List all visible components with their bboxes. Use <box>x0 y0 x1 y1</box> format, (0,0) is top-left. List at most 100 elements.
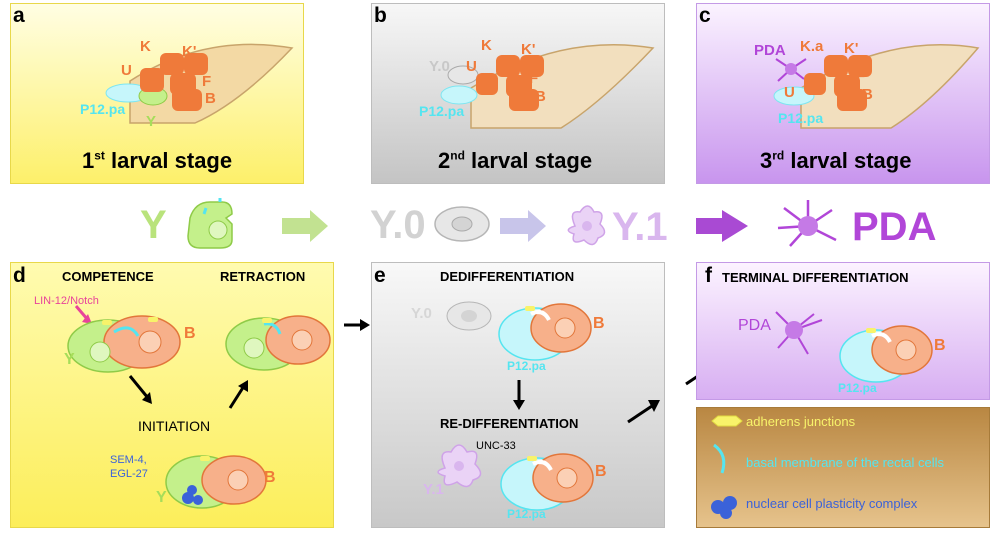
p12-b-cells-f <box>839 325 933 383</box>
p12-b-cells-top <box>498 303 592 361</box>
panel-d-letter: d <box>13 264 26 287</box>
cell-p12 <box>773 86 815 106</box>
label-p12-e-top: P12.pa <box>507 359 546 373</box>
label-b-competence: B <box>184 325 196 342</box>
legend-nuclear: nuclear cell plasticity complex <box>746 496 918 511</box>
cell-kp <box>848 55 872 77</box>
label-b-e-bottom: B <box>595 463 607 480</box>
stage-3-title: 3rd larval stage <box>760 148 912 173</box>
panel-b <box>371 3 665 184</box>
label-p12pa: P12.pa <box>419 103 464 119</box>
label-k: K <box>140 38 151 55</box>
label-f: F <box>202 73 211 90</box>
label-y1-e: Y.1 <box>423 481 444 498</box>
stage-2-title: 2nd larval stage <box>438 148 593 173</box>
arrow-from-initiation <box>228 385 246 409</box>
panel-b-letter: b <box>374 4 387 27</box>
label-redifferentiation: RE-DIFFERENTIATION <box>440 416 579 431</box>
panel-f <box>696 262 990 400</box>
progression-y0: Y.0 <box>370 203 426 247</box>
y1-cell-e <box>437 444 482 488</box>
cell-kp <box>184 53 208 75</box>
panel-f-letter: f <box>705 264 712 287</box>
label-initiation: INITIATION <box>138 418 211 434</box>
y-cell-icon <box>187 198 233 249</box>
stage-1-title: 1st larval stage <box>82 148 233 173</box>
cell-b <box>172 89 202 111</box>
label-y0-e: Y.0 <box>411 305 432 322</box>
panel-f-illustration: PDA B P12.pa <box>738 311 946 395</box>
legend-basal: basal membrane of the rectal cells <box>746 455 944 470</box>
label-b: B <box>205 90 216 107</box>
y0-cell-icon <box>434 206 490 242</box>
y1-cell-icon <box>567 205 606 246</box>
panel-c-illustration: PDA K.a K' U F B P12.pa <box>754 38 980 129</box>
panel-b-illustration: Y.0 U K K' F B P12.pa <box>419 37 655 129</box>
cell-u <box>804 73 826 95</box>
label-y0: Y.0 <box>429 58 450 75</box>
panel-d-illustration: Y B Y B <box>64 305 331 509</box>
cell-b <box>509 89 539 111</box>
adherens-junction-icon <box>711 415 743 427</box>
label-egl27: EGL-27 <box>110 468 148 480</box>
cell-kp <box>520 55 544 77</box>
label-kprime: K' <box>844 40 858 57</box>
label-competence: COMPETENCE <box>62 269 154 284</box>
progression-row: Y Y.0 Y.1 PDA <box>140 198 936 249</box>
retraction-cells <box>225 315 331 371</box>
cell-ka <box>824 55 848 77</box>
label-p12pa: P12.pa <box>778 110 823 126</box>
label-lin12: LIN-12/Notch <box>34 295 99 307</box>
arrow-to-initiation <box>128 375 150 399</box>
label-p12-e-bottom: P12.pa <box>507 507 546 521</box>
arrow-y-to-y0 <box>282 210 328 242</box>
label-y-competence: Y <box>64 351 75 368</box>
basal-membrane-icon <box>713 443 726 474</box>
label-b-initiation: B <box>264 469 276 486</box>
label-f: F <box>856 68 865 85</box>
progression-y1: Y.1 <box>612 205 668 249</box>
label-u: U <box>784 84 795 101</box>
initiation-cells <box>165 455 267 509</box>
arrow-y0-to-y1 <box>500 210 546 242</box>
label-kprime: K' <box>521 41 535 58</box>
arrow-d-to-e <box>344 319 370 331</box>
label-u: U <box>121 62 132 79</box>
label-pda-f: PDA <box>738 317 771 334</box>
panel-c-letter: c <box>699 4 711 27</box>
label-dedifferentiation: DEDIFFERENTIATION <box>440 269 575 284</box>
cell-u <box>140 68 164 92</box>
label-kprime: K' <box>182 43 196 60</box>
label-terminal-differentiation: TERMINAL DIFFERENTIATION <box>722 270 909 285</box>
label-ka: K.a <box>800 38 824 55</box>
p12-b-cells-bottom <box>500 453 594 511</box>
progression-y: Y <box>140 203 167 247</box>
legend-adherens: adherens junctions <box>746 414 856 429</box>
label-k: K <box>481 37 492 54</box>
arrow-e-to-f <box>627 400 660 424</box>
cell-b <box>837 89 867 111</box>
arrow-y1-to-pda <box>696 210 748 242</box>
nuclear-complex-icon <box>711 496 737 519</box>
cell-u <box>476 73 498 95</box>
panel-a-illustration: K K' U F B P12.pa Y <box>80 38 294 130</box>
label-b: B <box>862 86 873 103</box>
label-unc33: UNC-33 <box>476 440 516 452</box>
label-y-initiation: Y <box>156 489 167 506</box>
label-u: U <box>466 58 477 75</box>
panel-a-letter: a <box>13 4 25 27</box>
panel-e-letter: e <box>374 264 386 287</box>
legend-icons <box>711 415 743 519</box>
label-p12-f: P12.pa <box>838 381 877 395</box>
label-sem4: SEM-4, <box>110 454 147 466</box>
cell-k <box>160 53 184 75</box>
label-retraction: RETRACTION <box>220 269 306 284</box>
competence-cells <box>67 315 181 373</box>
label-pda: PDA <box>754 42 786 59</box>
label-b-e-top: B <box>593 315 605 332</box>
cell-k <box>496 55 520 77</box>
label-b: B <box>535 88 546 105</box>
legend-box <box>696 407 990 528</box>
label-y: Y <box>146 113 156 130</box>
label-b-f: B <box>934 337 946 354</box>
